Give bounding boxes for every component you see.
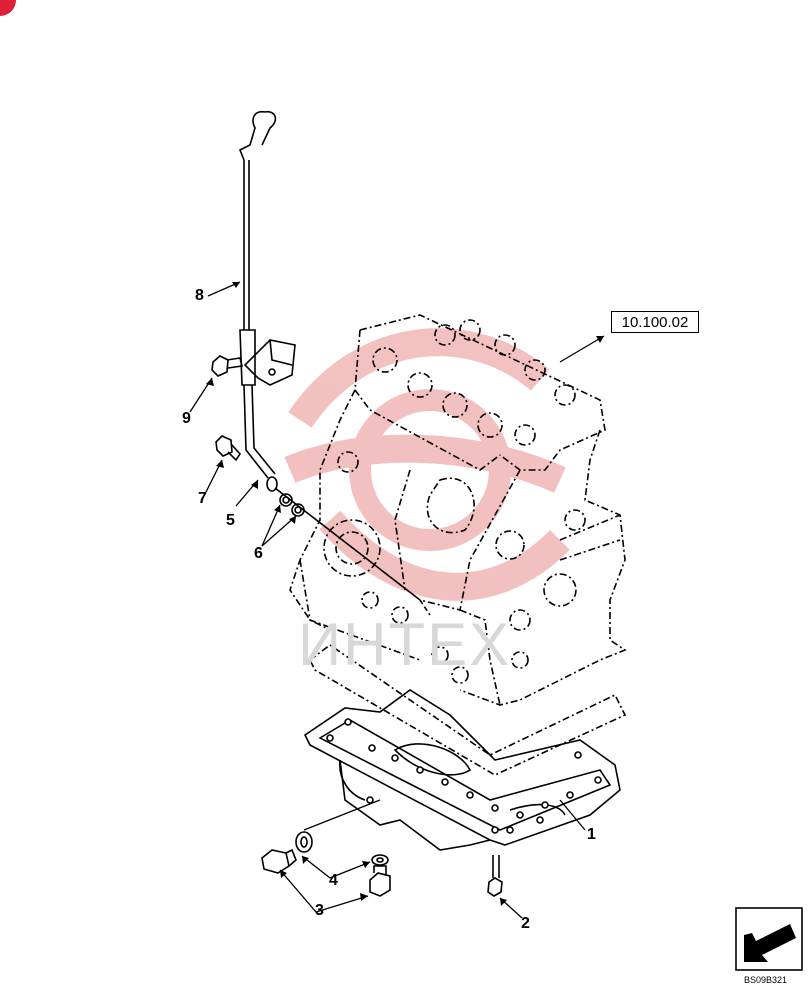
bracket-icon: [243, 339, 296, 386]
bolt-7-icon: [215, 435, 242, 462]
callout-6: 6: [254, 545, 263, 562]
figure-code: BS09B321: [744, 975, 788, 985]
callout-4: 4: [329, 872, 338, 889]
callout-2: 2: [521, 915, 530, 932]
callout-7: 7: [198, 490, 207, 507]
bolt-9-icon: [211, 355, 243, 377]
callout-9: 9: [182, 410, 191, 427]
callout-3: 3: [315, 902, 324, 919]
callout-8: 8: [195, 287, 204, 304]
washer-icon: [295, 831, 389, 866]
drain-plug-icon: [261, 848, 391, 897]
logo-watermark-icon: [284, 328, 570, 601]
o-ring-icon: [279, 493, 305, 517]
watermark-text: ИНТЕХ: [298, 611, 512, 678]
engine-block-icon: [289, 314, 627, 706]
leader-arrowheads: [206, 282, 604, 906]
bolt-2-icon: [487, 855, 503, 897]
navigation-arrow-icon: [735, 907, 803, 971]
reference-box[interactable]: 10.100.02: [611, 311, 699, 333]
corner-badge-icon: [0, 0, 16, 16]
oil-pan-icon: [303, 689, 621, 851]
callout-5: 5: [226, 512, 235, 529]
callout-1: 1: [587, 826, 596, 843]
